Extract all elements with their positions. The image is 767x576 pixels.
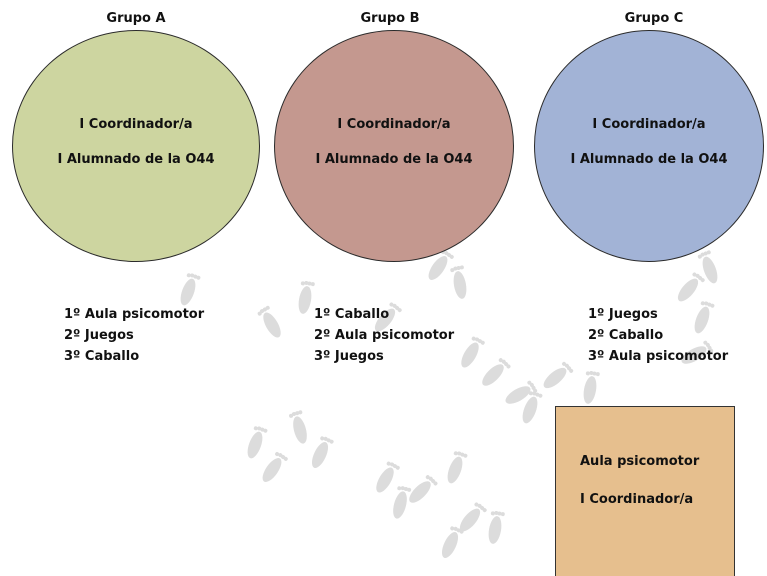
group-a-coordinator: I Coordinador/a [79,117,193,132]
footprint-icon [505,380,538,404]
footprint-icon [461,336,485,368]
group-a-circle: I Coordinador/a I Alumnado de la O44 [12,30,260,262]
footprint-icon [583,370,600,404]
footprint-icon [522,391,543,424]
footprint-icon [393,486,412,519]
group-b-circle: I Coordinador/a I Alumnado de la O44 [274,30,514,262]
group-a-order-2: 2º Juegos [64,328,134,343]
footprint-icon [257,305,281,338]
group-a-order-list: 1º Aula psicomotor 2º Juegos 3º Caballo [64,304,204,367]
room-title: Aula psicomotor [580,454,700,469]
aula-psicomotor-box: Aula psicomotor I Coordinador/a [555,406,735,576]
footprint-icon [681,340,714,364]
group-c-circle: I Coordinador/a I Alumnado de la O44 [534,30,764,262]
footprint-icon [677,272,705,302]
footprint-icon [450,265,467,299]
footprint-icon [488,510,505,544]
footprint-icon [447,451,468,484]
footprint-icon [694,301,715,334]
group-c-title: Grupo C [624,11,684,26]
group-b-coordinator: I Coordinador/a [337,117,451,132]
group-a-title: Grupo A [106,11,166,26]
group-b-students: I Alumnado de la O44 [315,152,473,167]
group-c-order-1: 1º Juegos [588,307,658,322]
group-b-title: Grupo B [360,11,420,26]
footprint-icon [180,273,201,306]
group-a-order-3: 3º Caballo [64,349,140,364]
group-b-order-list: 1º Caballo 2º Aula psicomotor 3º Juegos [314,304,454,367]
group-c-coordinator: I Coordinador/a [592,117,706,132]
group-a-order-1: 1º Aula psicomotor [64,307,205,322]
footprint-icon [374,302,402,332]
footprint-icon [247,426,268,459]
footprint-icon [409,475,438,503]
footprint-icon [311,436,334,468]
group-a-students: I Alumnado de la O44 [57,152,215,167]
group-c-order-3: 3º Aula psicomotor [588,349,729,364]
group-b-order-3: 3º Juegos [314,349,384,364]
footprint-icon [428,250,454,280]
group-c-order-list: 1º Juegos 2º Caballo 3º Aula psicomotor [588,304,728,367]
group-c-order-2: 2º Caballo [588,328,664,343]
footprint-icon [441,526,464,558]
room-coordinator: I Coordinador/a [580,492,694,507]
footprint-icon [298,280,315,314]
footprint-icon [376,461,400,493]
footprint-icon [543,361,574,389]
footprint-icon [289,410,307,444]
footprint-icon [459,502,487,532]
group-b-order-2: 2º Aula psicomotor [314,328,455,343]
footprint-icon [697,250,718,284]
footprint-icon [262,452,288,482]
group-c-students: I Alumnado de la O44 [570,152,728,167]
footprint-icon [482,358,511,386]
group-b-order-1: 1º Caballo [314,307,390,322]
